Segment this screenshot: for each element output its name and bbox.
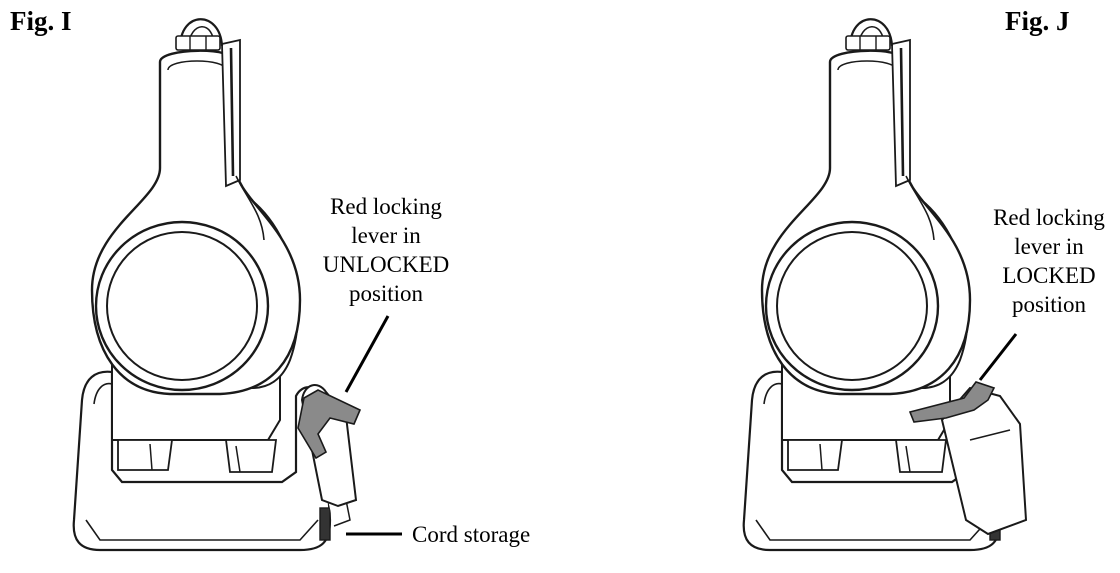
callout-line: Red locking bbox=[993, 205, 1105, 230]
locking-lever-locked bbox=[908, 381, 996, 423]
callout-line: lever in bbox=[1014, 234, 1084, 259]
callout-locked: Red locking lever in LOCKED position bbox=[970, 203, 1120, 319]
callout-line: Red locking bbox=[330, 194, 442, 219]
callout-line: lever in bbox=[351, 223, 421, 248]
fig-i-illustration bbox=[72, 17, 402, 552]
fig-i-label: Fig. I bbox=[10, 6, 72, 36]
leader-line-unlocked bbox=[344, 315, 390, 393]
callout-line: position bbox=[348, 281, 424, 306]
callout-line: Cord storage bbox=[412, 522, 531, 547]
fig-j-illustration bbox=[742, 17, 1028, 552]
callout-unlocked: Red locking lever in UNLOCKED position bbox=[300, 192, 472, 308]
fig-j-label: Fig. J bbox=[1005, 6, 1070, 36]
leader-line-locked bbox=[978, 333, 1018, 381]
callout-line: UNLOCKED bbox=[322, 252, 450, 277]
callout-cord-storage: Cord storage bbox=[412, 520, 530, 549]
callout-line: LOCKED bbox=[1002, 263, 1096, 288]
locking-lever-unlocked bbox=[297, 389, 362, 460]
callout-line: position bbox=[1011, 292, 1087, 317]
